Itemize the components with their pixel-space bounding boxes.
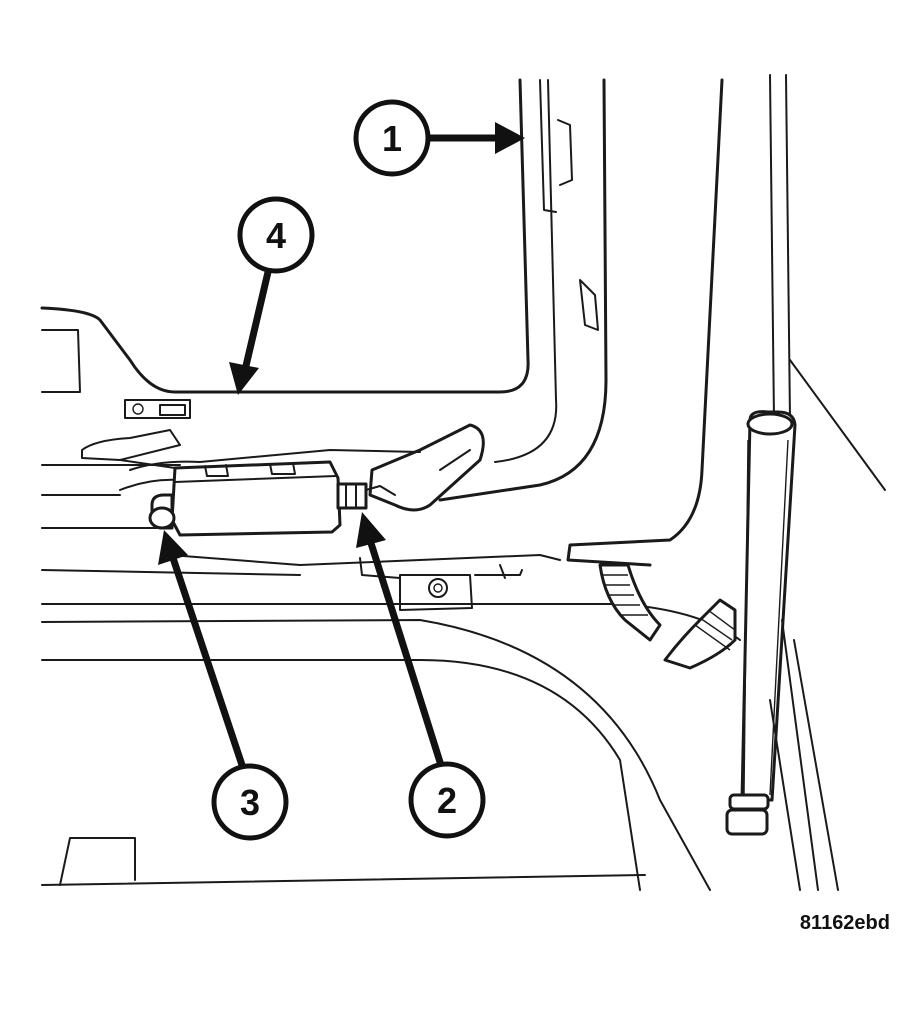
trim-panel bbox=[81, 399, 191, 469]
callout-2-circle bbox=[408, 761, 486, 839]
mounting-bracket bbox=[359, 557, 523, 611]
callout-3: 3 bbox=[158, 530, 289, 841]
callout-4: 4 bbox=[229, 196, 315, 395]
ground-stud bbox=[148, 493, 176, 530]
module-body bbox=[170, 460, 396, 537]
window-frame bbox=[40, 78, 724, 567]
figure-reference-code: 81162ebd bbox=[799, 912, 890, 934]
callout-3-label: 3 bbox=[240, 782, 260, 823]
door-edge bbox=[769, 359, 886, 891]
wiring-harness bbox=[119, 423, 485, 512]
body-panel-lines bbox=[41, 464, 741, 891]
callout-2-label: 2 bbox=[437, 780, 457, 821]
callout-3-circle bbox=[211, 763, 289, 841]
callout-1-label: 1 bbox=[382, 118, 402, 159]
callout-1-circle bbox=[353, 99, 431, 177]
callout-4-label: 4 bbox=[266, 215, 286, 256]
callout-4-circle bbox=[237, 196, 315, 274]
callout-1: 1 bbox=[353, 99, 525, 177]
callout-2: 2 bbox=[356, 512, 486, 839]
side-harness bbox=[598, 563, 737, 670]
gas-strut bbox=[725, 74, 797, 836]
